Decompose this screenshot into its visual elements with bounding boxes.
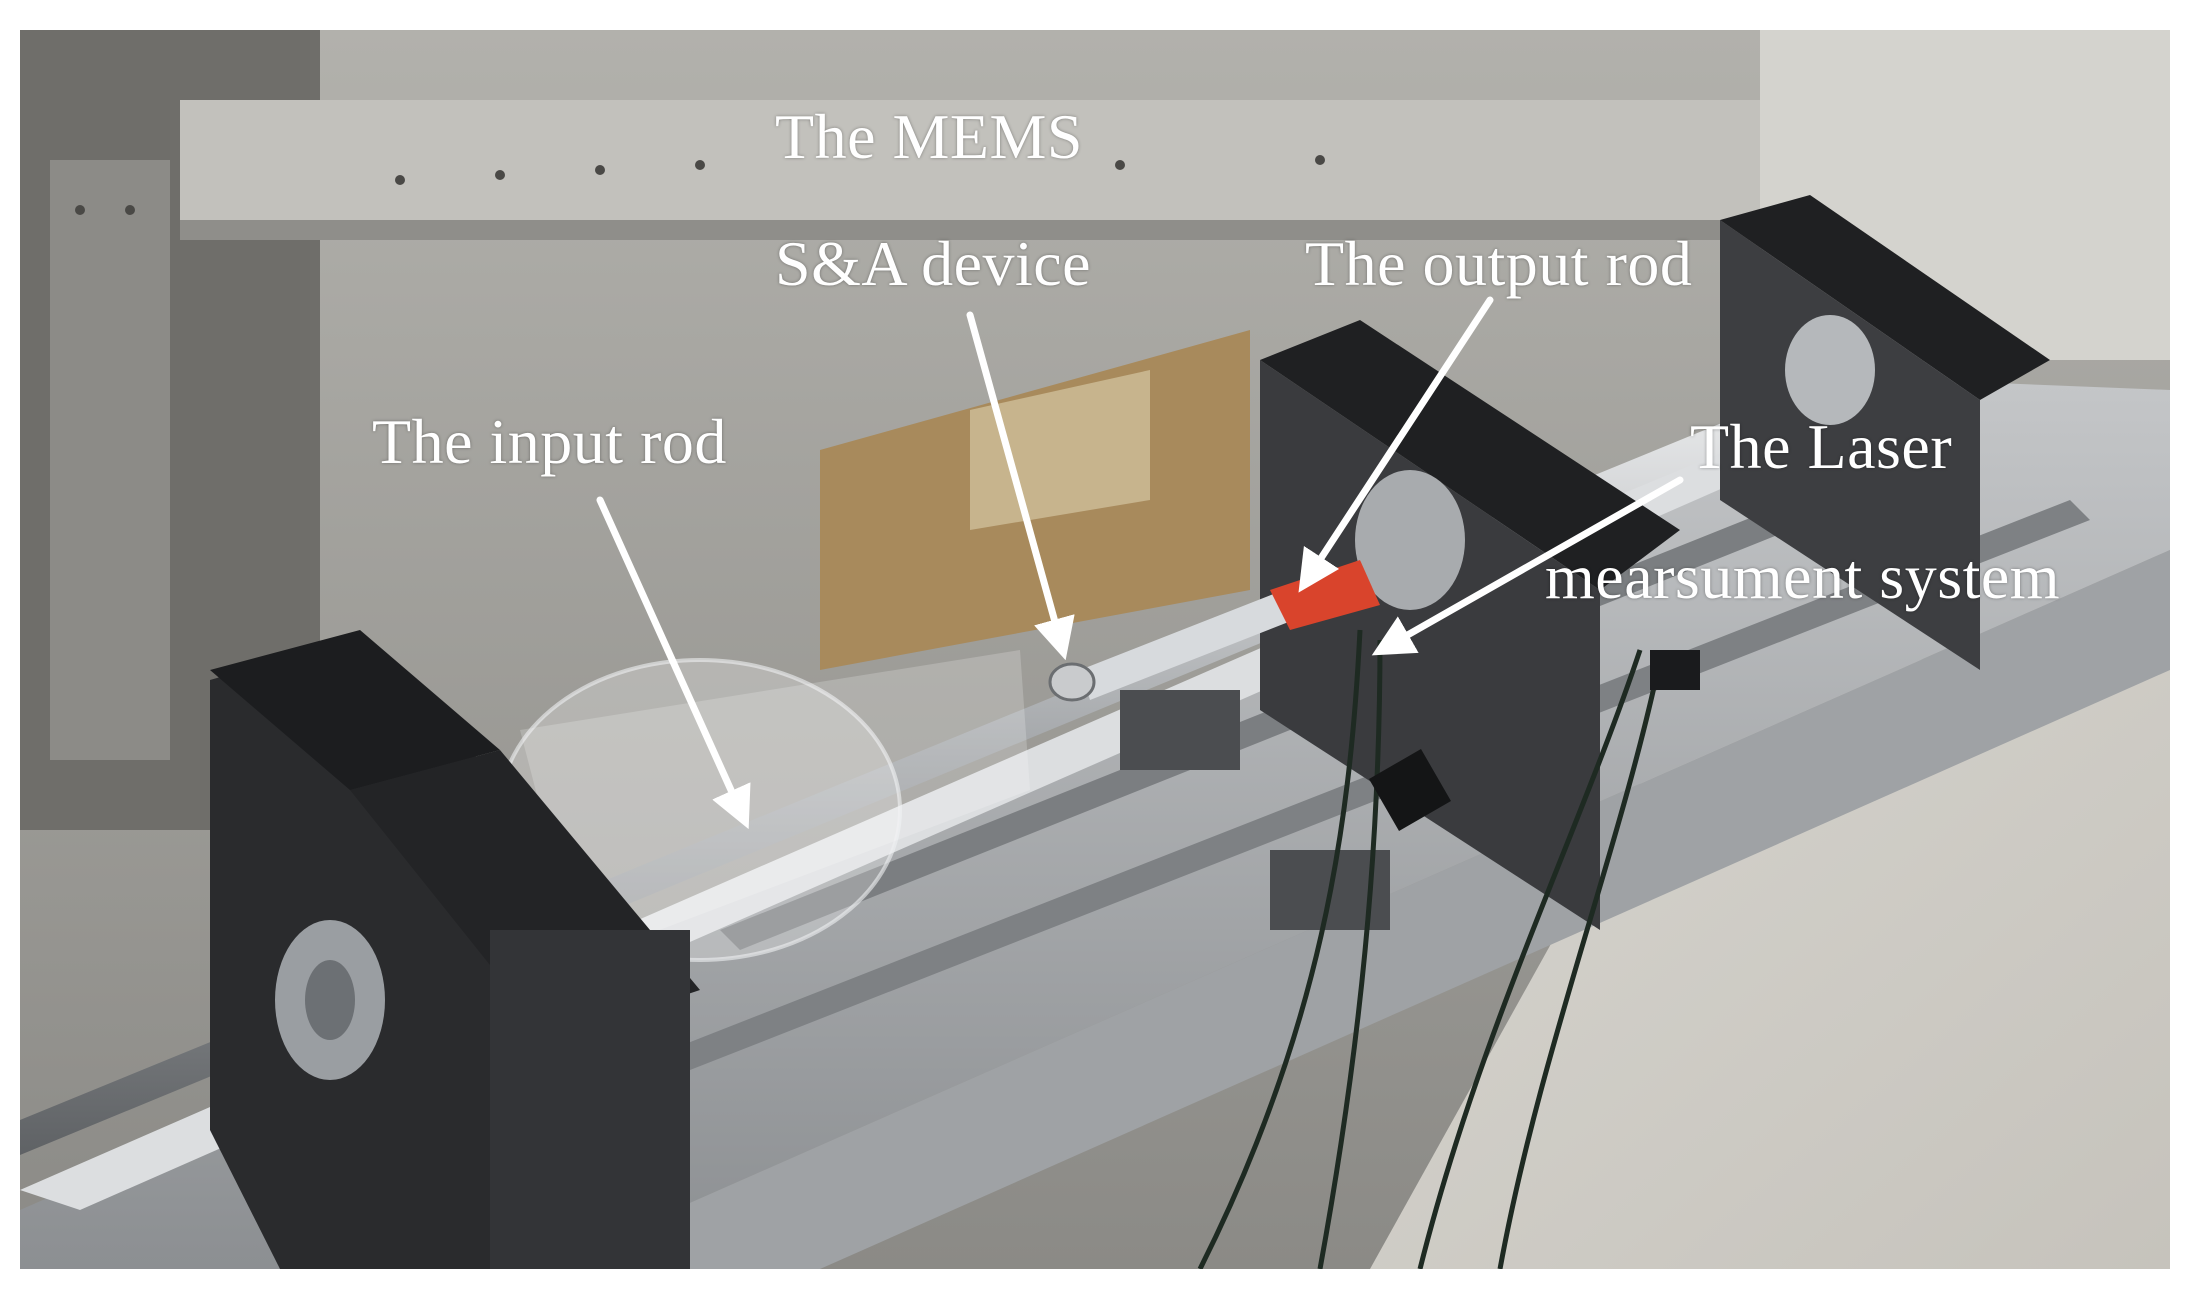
cabinet-rivets	[75, 155, 1325, 215]
test-setup-photo	[20, 30, 2170, 1269]
label-laser-line1: The Laser	[1690, 411, 1953, 482]
arrow-laser-system	[1371, 476, 1684, 656]
output-rod-tip	[1270, 560, 1380, 630]
arrow-mems-device	[966, 311, 1075, 661]
annotation-arrows	[596, 296, 1684, 830]
mems-device	[1048, 662, 1096, 702]
label-input-rod: The input rod	[372, 406, 727, 477]
laser-sensor	[1369, 749, 1451, 831]
label-output-rod: The output rod	[1305, 228, 1693, 299]
sensor-cables	[1197, 629, 1663, 1269]
arrow-output-rod	[1298, 296, 1494, 593]
middle-bracket	[1120, 320, 1680, 930]
label-mems-line1: The MEMS	[775, 101, 1083, 172]
front-bracket	[210, 630, 700, 1269]
label-mems-line2: S&A device	[775, 228, 1092, 299]
arrow-input-rod	[596, 496, 751, 830]
label-laser-line2: mearsument system	[1545, 541, 2061, 612]
rear-bracket	[1720, 195, 2050, 670]
floor	[1370, 590, 2170, 1269]
